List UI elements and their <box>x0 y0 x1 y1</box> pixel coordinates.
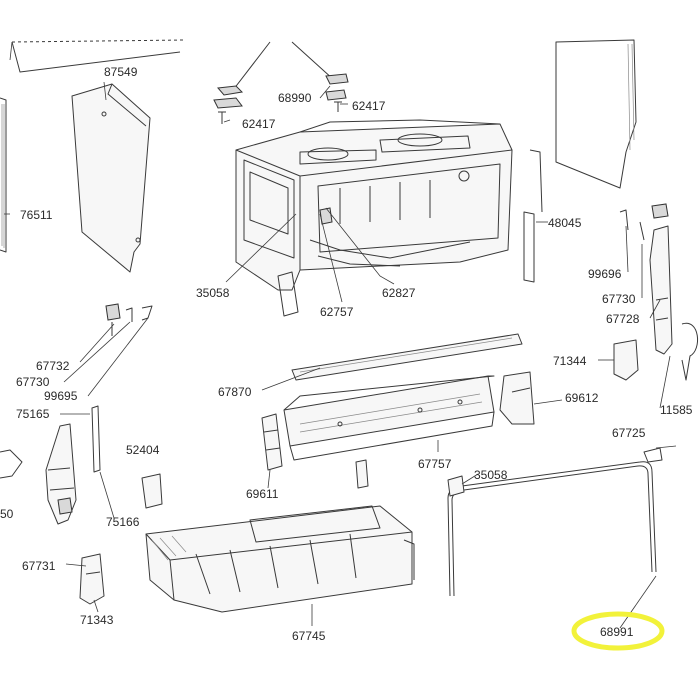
top-hinge-clips[interactable] <box>213 41 349 124</box>
label-67732[interactable]: 67732 <box>36 359 70 373</box>
top-left-panel-edge <box>9 39 186 73</box>
top-rail-67870[interactable] <box>291 333 523 381</box>
panel-87549[interactable] <box>71 83 151 273</box>
small-bracket-center[interactable] <box>355 459 369 489</box>
label-99695[interactable]: 99695 <box>44 389 78 403</box>
label-50[interactable]: 50 <box>0 507 14 521</box>
label-67757[interactable]: 67757 <box>418 457 452 471</box>
bracket-69612[interactable] <box>499 371 535 425</box>
label-67730-left[interactable]: 67730 <box>16 375 50 389</box>
label-87549[interactable]: 87549 <box>104 65 138 79</box>
label-62827[interactable]: 62827 <box>382 286 416 300</box>
label-11585[interactable]: 11585 <box>660 403 693 417</box>
label-62417-right[interactable]: 62417 <box>352 99 386 113</box>
label-69611[interactable]: 69611 <box>246 487 279 501</box>
highlight-ellipse <box>571 611 665 651</box>
label-48045[interactable]: 48045 <box>548 216 582 230</box>
base-67745[interactable] <box>145 505 415 613</box>
label-68990[interactable]: 68990 <box>278 91 312 105</box>
label-76511[interactable]: 76511 <box>20 208 53 222</box>
label-67731[interactable]: 67731 <box>22 559 56 573</box>
dishwasher-tub[interactable] <box>235 119 543 317</box>
label-67745[interactable]: 67745 <box>292 629 326 643</box>
label-68991[interactable]: 68991 <box>600 625 634 639</box>
label-62417-left[interactable]: 62417 <box>242 117 276 131</box>
right-hinge-assembly[interactable] <box>613 203 699 463</box>
label-69612[interactable]: 69612 <box>565 391 599 405</box>
label-67725[interactable]: 67725 <box>612 426 646 440</box>
label-71343[interactable]: 71343 <box>80 613 114 627</box>
label-67730-right[interactable]: 67730 <box>602 292 636 306</box>
part-labels: 87549 68990 62417 62417 76511 48045 3505… <box>0 65 693 643</box>
label-35058-corner[interactable]: 35058 <box>474 468 508 482</box>
bracket-52404[interactable] <box>141 473 163 509</box>
label-75165[interactable]: 75165 <box>16 407 50 421</box>
label-35058-tub[interactable]: 35058 <box>196 286 230 300</box>
label-99696[interactable]: 99696 <box>588 267 622 281</box>
left-hinge-assembly[interactable] <box>0 405 105 605</box>
left-hinge-clips[interactable] <box>105 303 153 336</box>
bracket-69611[interactable] <box>261 413 283 471</box>
side-panel-76511[interactable] <box>0 97 7 253</box>
label-52404[interactable]: 52404 <box>126 443 160 457</box>
label-71344[interactable]: 71344 <box>553 354 587 368</box>
label-67870[interactable]: 67870 <box>218 385 252 399</box>
door-seal-68991[interactable] <box>447 461 657 597</box>
label-75166[interactable]: 75166 <box>106 515 140 529</box>
corner-piece-35058[interactable] <box>447 475 465 497</box>
front-frame-67757[interactable] <box>283 375 495 461</box>
right-side-panel[interactable] <box>555 39 637 189</box>
label-67728[interactable]: 67728 <box>606 312 640 326</box>
leader-lines <box>4 81 677 629</box>
label-62757[interactable]: 62757 <box>320 305 354 319</box>
